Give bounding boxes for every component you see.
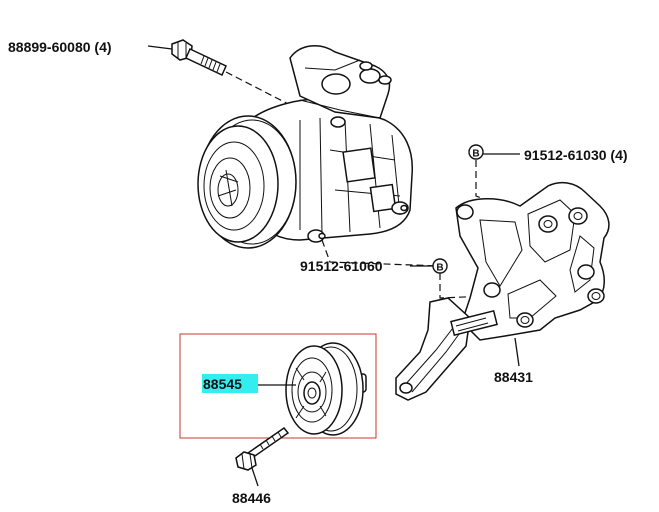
label-88545[interactable]: 88545 (203, 376, 242, 392)
bolt-88899-60080[interactable] (171, 39, 227, 77)
label-88431: 88431 (494, 369, 533, 385)
leader-88446 (251, 467, 259, 487)
bolt-88446[interactable] (235, 426, 290, 471)
marker-b-lower[interactable]: B (432, 258, 448, 274)
leader-88431 (514, 337, 520, 367)
label-88446: 88446 (232, 490, 271, 506)
label-91512-61030: 91512-61030 (4) (524, 147, 628, 163)
idler-pulley-88545[interactable] (285, 342, 367, 436)
label-88899-60080: 88899-60080 (4) (8, 39, 112, 55)
dashed-guide-mid (321, 239, 441, 267)
marker-b-lower-letter: B (436, 263, 443, 274)
marker-b-upper[interactable]: B (468, 144, 484, 160)
bracket-88431[interactable] (395, 181, 610, 401)
highlight-88545 (202, 374, 258, 393)
marker-b-upper-letter: B (472, 149, 479, 160)
label-91512-61060: 91512-61060 (300, 258, 383, 274)
ac-compressor[interactable] (197, 45, 414, 249)
leader-88899 (147, 45, 173, 50)
